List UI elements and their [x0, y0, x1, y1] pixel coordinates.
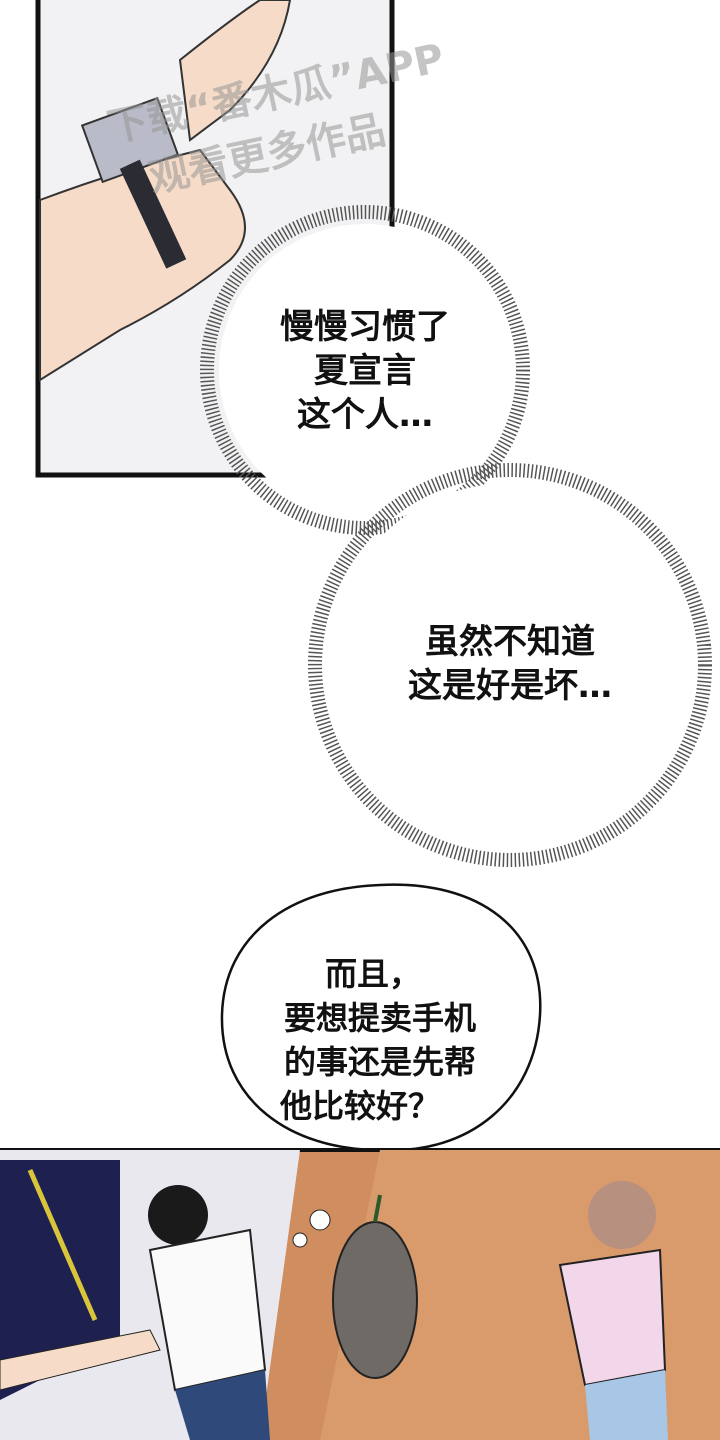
bubble-line: 夏宣言: [314, 351, 416, 391]
bubble-line: 要想提卖手机: [283, 999, 476, 1037]
bubble-line: 而且，: [325, 955, 422, 993]
bottom-panel: [0, 1148, 720, 1440]
bubble-line: 这是好是坏…: [408, 666, 612, 706]
bubble-line: 的事还是先帮: [283, 1043, 476, 1081]
thought-bubble-1: [200, 205, 530, 535]
bubble-line: 他比较好？: [280, 1087, 441, 1125]
thought-bubble-1-text: 慢慢习惯了 夏宣言 这个人…: [215, 305, 515, 437]
thought-bubble-2: [308, 463, 712, 867]
speech-bubble-text: 而且， 要想提卖手机 的事还是先帮 他比较好？: [230, 952, 530, 1128]
thought-bubble-2-text: 虽然不知道 这是好是坏…: [360, 620, 660, 708]
bubble-line: 这个人…: [297, 395, 433, 435]
bubble-line: 虽然不知道: [425, 622, 595, 662]
bubble-line: 慢慢习惯了: [280, 307, 450, 347]
